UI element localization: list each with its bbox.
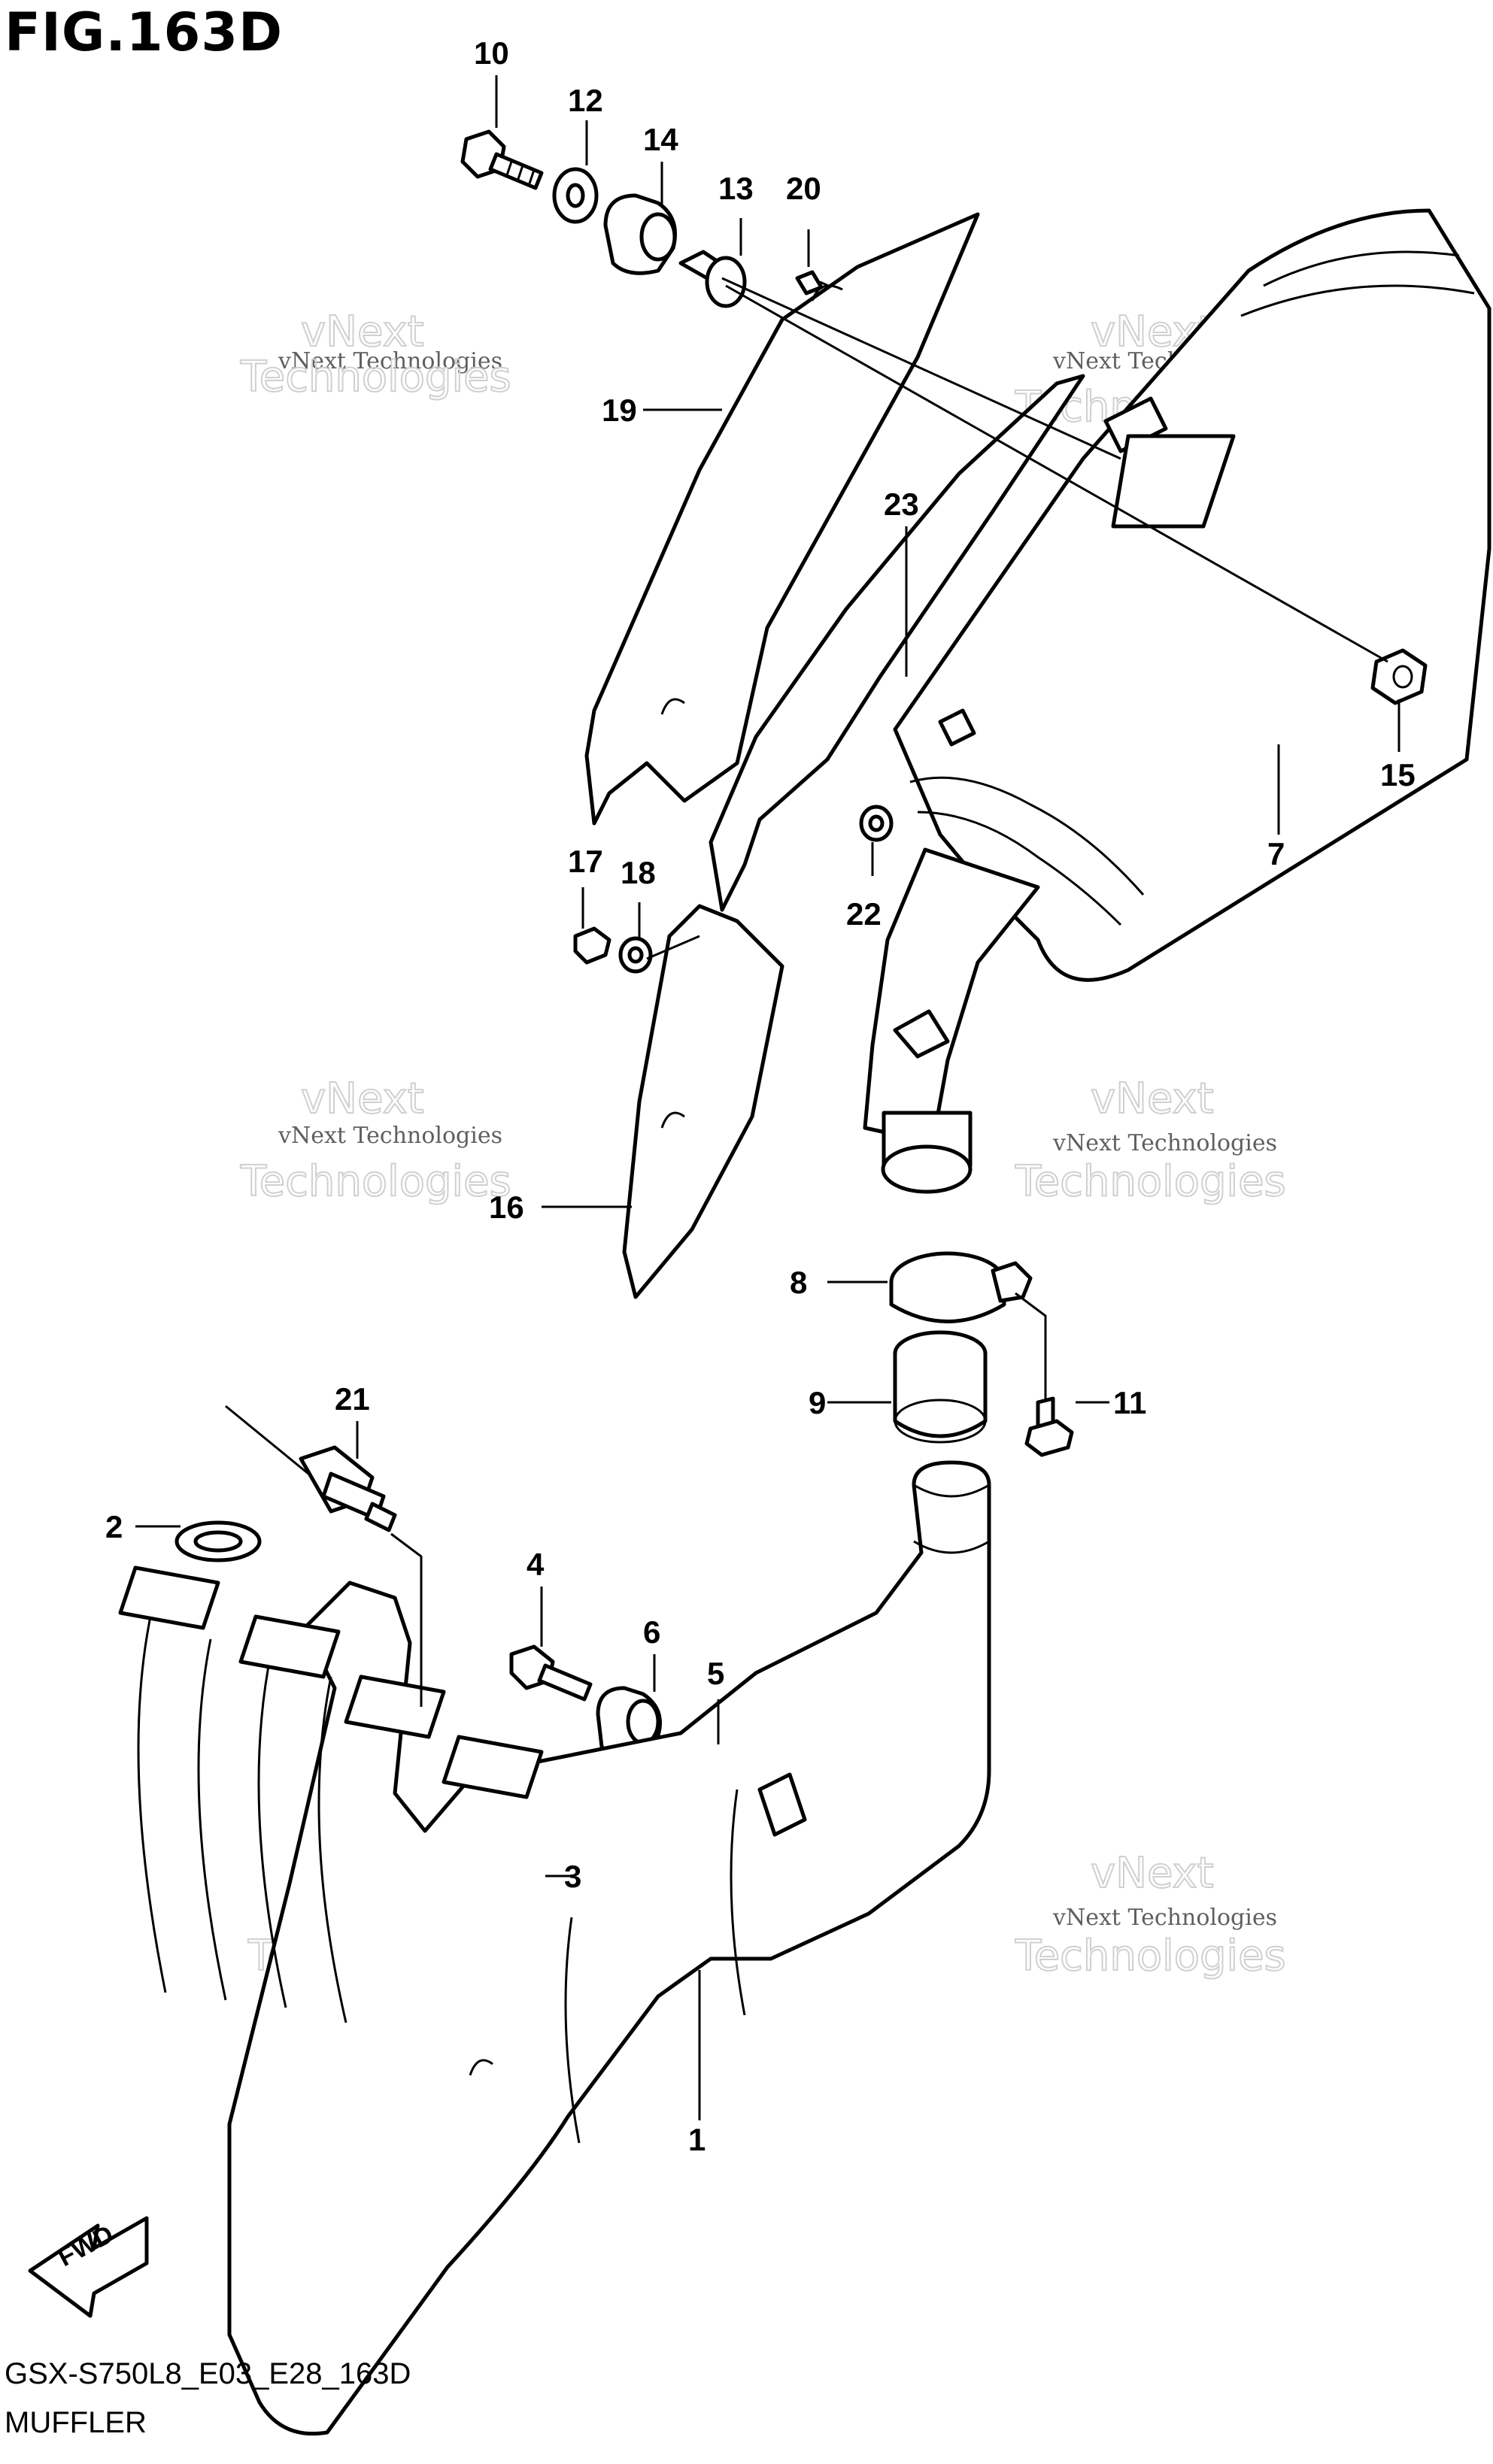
part-2-gasket[interactable] xyxy=(174,1520,262,1562)
callout-3[interactable]: 3 xyxy=(564,1859,581,1894)
callout-4[interactable]: 4 xyxy=(526,1547,545,1582)
callout-9[interactable]: 9 xyxy=(809,1385,826,1420)
muffler-inlet-pipe xyxy=(863,847,1040,1194)
callout-17[interactable]: 17 xyxy=(568,844,603,879)
part-15-nut[interactable] xyxy=(1370,648,1428,705)
watermark-text: vNext Technologies xyxy=(278,348,502,374)
callout-2[interactable]: 2 xyxy=(105,1509,123,1544)
callout-labels: 10 12 14 13 20 19 23 15 7 17 18 22 16 8 … xyxy=(105,35,1416,2157)
watermark-text: vNext Technologies xyxy=(1052,1130,1277,1156)
watermark-text: vNext Technologies xyxy=(1052,1905,1277,1931)
leader-lines xyxy=(135,75,1400,2120)
callout-15[interactable]: 15 xyxy=(1380,757,1416,793)
callout-11[interactable]: 11 xyxy=(1113,1385,1146,1420)
callout-23[interactable]: 23 xyxy=(884,486,919,522)
watermark-text: Technologies xyxy=(1015,1157,1286,1206)
part-22-washer[interactable] xyxy=(859,805,894,842)
watermark-text: vNext xyxy=(1091,1074,1214,1123)
part-1-exhaust-pipe[interactable] xyxy=(118,1460,991,2436)
part-21-oxygen-sensor[interactable] xyxy=(225,1405,397,1532)
callout-7[interactable]: 7 xyxy=(1267,836,1285,871)
part-16-heat-protector[interactable] xyxy=(622,904,784,1299)
watermark-text: vNext xyxy=(301,1074,424,1123)
part-11-bolt[interactable] xyxy=(1024,1396,1074,1457)
part-13-collar[interactable] xyxy=(678,250,747,308)
part-7-muffler[interactable] xyxy=(893,208,1491,982)
part-18-washer[interactable] xyxy=(618,936,653,974)
figure-title: FIG.163D xyxy=(5,2,284,63)
part-12-washer[interactable] xyxy=(552,167,599,224)
watermark-text: vNext Technologies xyxy=(278,1123,502,1149)
callout-8[interactable]: 8 xyxy=(790,1265,807,1300)
part-10-bolt[interactable] xyxy=(460,129,544,190)
part-9-gasket[interactable] xyxy=(893,1330,988,1444)
watermark-text: Technologies xyxy=(240,1157,511,1206)
part-4-bolt[interactable] xyxy=(509,1644,593,1702)
watermark-text: Technologies xyxy=(240,353,511,402)
part-14-grommet[interactable] xyxy=(603,193,677,275)
part-17-bolt[interactable] xyxy=(573,926,611,965)
callout-1[interactable]: 1 xyxy=(688,2122,706,2157)
callout-18[interactable]: 18 xyxy=(621,855,656,890)
callout-20[interactable]: 20 xyxy=(786,171,821,206)
callout-10[interactable]: 10 xyxy=(474,35,509,71)
watermark-text: Technologies xyxy=(1015,1932,1286,1981)
callout-19[interactable]: 19 xyxy=(602,392,637,428)
callout-12[interactable]: 12 xyxy=(568,83,603,118)
watermark-text: vNext xyxy=(1091,1849,1214,1898)
part-19-heat-cover[interactable] xyxy=(584,212,980,826)
fwd-arrow-icon: FWD xyxy=(28,2216,149,2318)
callout-13[interactable]: 13 xyxy=(718,171,754,206)
callout-6[interactable]: 6 xyxy=(643,1614,660,1650)
callout-21[interactable]: 21 xyxy=(335,1381,370,1417)
part-8-clamp[interactable] xyxy=(889,1251,1033,1323)
part-23-heat-cover[interactable] xyxy=(709,374,1085,912)
callout-22[interactable]: 22 xyxy=(846,896,882,932)
callout-16[interactable]: 16 xyxy=(489,1190,524,1225)
callout-5[interactable]: 5 xyxy=(707,1656,724,1691)
callout-14[interactable]: 14 xyxy=(643,122,678,157)
figure-code: GSX-S750L8_E03_E28_163D xyxy=(5,2357,411,2390)
figure-name: MUFFLER xyxy=(5,2406,147,2439)
watermark-text: vNext xyxy=(301,308,424,356)
